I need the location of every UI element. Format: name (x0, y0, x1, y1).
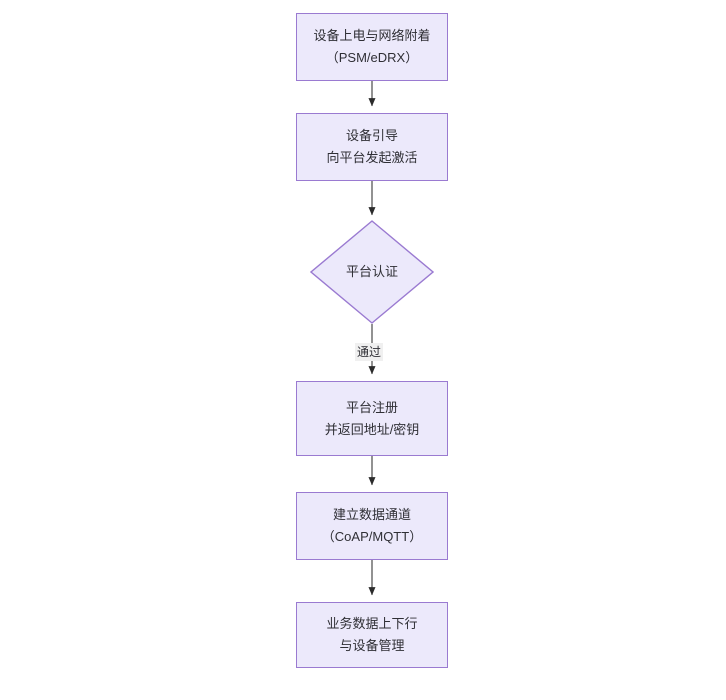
node-power-on-line-2: （PSM/eDRX） (325, 50, 419, 65)
node-business-data[interactable]: 业务数据上下行 与设备管理 (296, 602, 448, 668)
node-data-channel[interactable]: 建立数据通道 （CoAP/MQTT） (296, 492, 448, 560)
node-bootstrap-line-2: 向平台发起激活 (326, 150, 418, 165)
node-platform-auth[interactable]: 平台认证 (310, 220, 434, 324)
diamond-shape (310, 220, 434, 324)
node-power-on[interactable]: 设备上电与网络附着 （PSM/eDRX） (296, 13, 448, 81)
node-business-data-line-2: 与设备管理 (339, 638, 405, 653)
node-bootstrap[interactable]: 设备引导 向平台发起激活 (296, 113, 448, 181)
node-platform-register[interactable]: 平台注册 并返回地址/密钥 (296, 381, 448, 456)
node-platform-auth-label: 平台认证 (345, 264, 398, 279)
node-platform-register-line-1: 平台注册 (345, 399, 398, 415)
node-business-data-line-1: 业务数据上下行 (326, 616, 418, 631)
node-data-channel-line-1: 建立数据通道 (332, 507, 411, 522)
node-platform-register-line-2: 并返回地址/密钥 (324, 421, 420, 437)
node-power-on-line-1: 设备上电与网络附着 (313, 28, 431, 43)
node-data-channel-line-2: （CoAP/MQTT） (321, 529, 423, 544)
node-bootstrap-line-1: 设备引导 (345, 128, 398, 143)
edge-label-pass: 通过 (355, 343, 384, 361)
